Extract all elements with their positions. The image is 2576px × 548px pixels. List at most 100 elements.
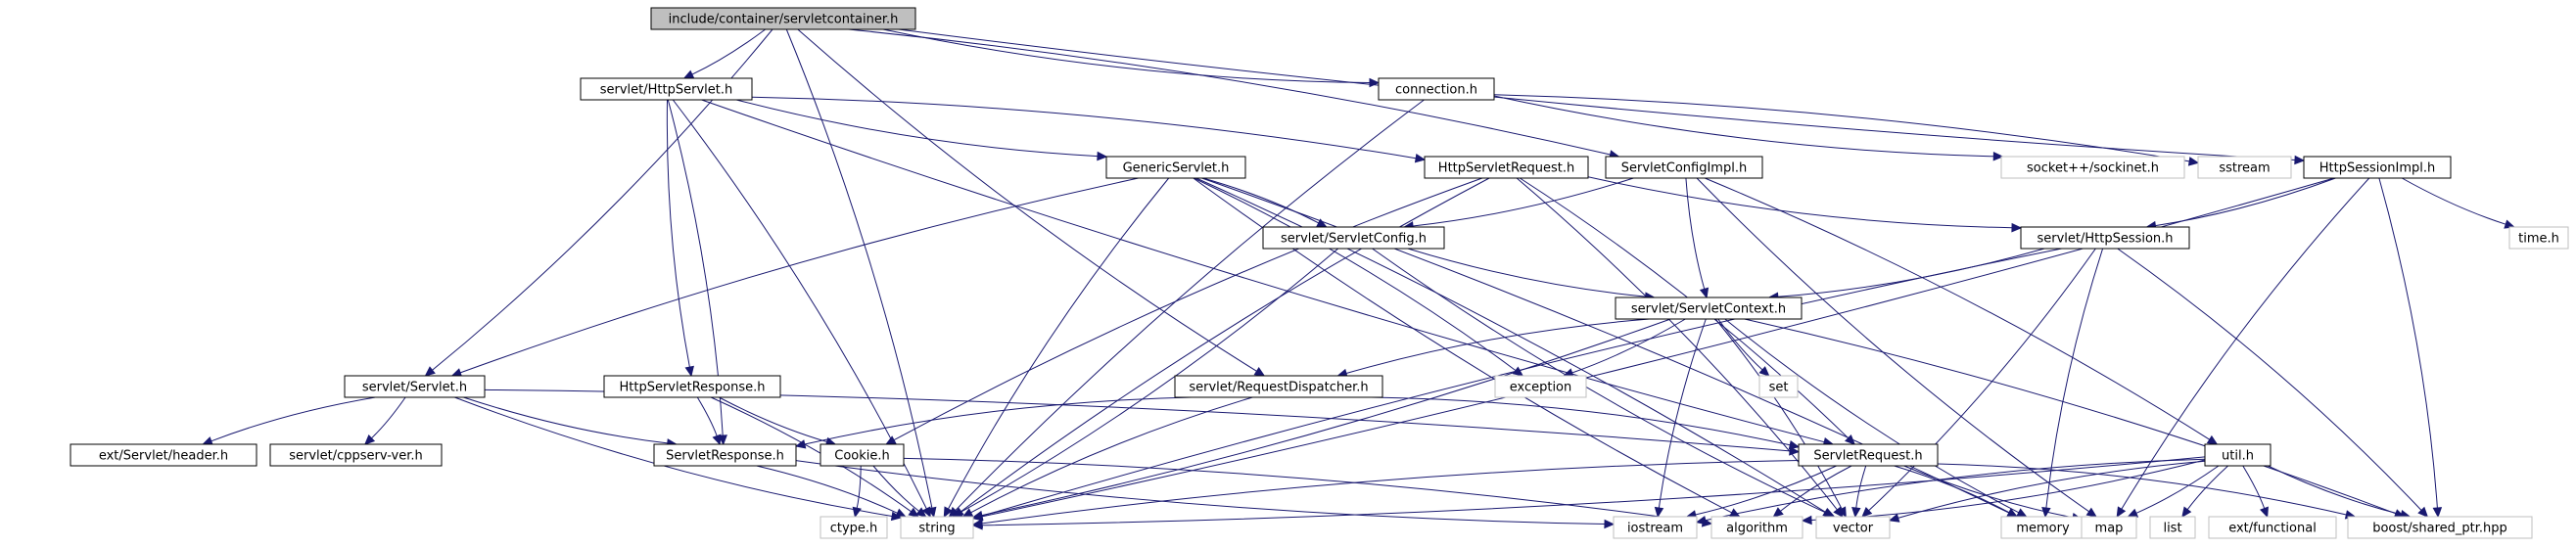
arrowhead-requestdispatcher-to-servletrequest [1788, 440, 1801, 450]
node-label-iostream: iostream [1627, 522, 1683, 536]
node-label-servletrequest: ServletRequest.h [1813, 449, 1922, 464]
edge-httpsessionimpl-to-boostshared [2378, 177, 2438, 509]
edge-cookie-to-string [872, 465, 919, 512]
edge-servletrequest-to-algorithm [1780, 465, 1852, 512]
node-httpservlet[interactable]: servlet/HttpServlet.h [580, 77, 753, 101]
arrowhead-httpsession-to-boostshared [2417, 506, 2429, 518]
node-label-servlet: servlet/Servlet.h [362, 381, 467, 395]
node-cppservver[interactable]: servlet/cppserv-ver.h [269, 443, 443, 467]
node-servletresponse[interactable]: ServletResponse.h [653, 443, 797, 467]
node-box-servletresponse [653, 443, 797, 467]
arrowhead-servletrequest-to-vector [1851, 507, 1861, 519]
node-label-cppservver: servlet/cppserv-ver.h [289, 449, 423, 464]
arrowhead-root-to-httpsessionimpl [2294, 155, 2306, 165]
node-servletrequest[interactable]: ServletRequest.h [1798, 443, 1939, 467]
edge-httpsession-to-vector [1868, 248, 2096, 512]
node-memory: memory [2000, 516, 2085, 539]
arrowhead-httpservletrequest-to-httpsession [2011, 222, 2023, 233]
node-box-set [1758, 375, 1799, 398]
arrowhead-requestdispatcher-to-servletresponse [794, 439, 807, 449]
node-label-cookie: Cookie.h [834, 449, 890, 464]
dependency-edges [202, 28, 2515, 530]
edge-httpservletrequest-to-string [960, 177, 1490, 513]
arrowhead-servlet-to-extheader [202, 436, 213, 446]
node-box-httpservlet [580, 77, 753, 101]
node-label-requestdispatcher: servlet/RequestDispatcher.h [1189, 381, 1368, 395]
edge-servletconfigimpl-to-map [1696, 177, 2089, 513]
node-label-root: include/container/servletcontainer.h [669, 13, 899, 27]
arrowhead-httpservletrequest-to-servletrequest [1844, 434, 1856, 445]
node-ctype: ctype.h [820, 516, 888, 539]
node-string: string [900, 516, 974, 539]
node-label-httpservletresponse: HttpServletResponse.h [619, 381, 765, 395]
edge-util-to-boostshared [2267, 465, 2402, 516]
header-nodes: include/container/servletcontainer.h serv… [70, 7, 2569, 539]
edge-httpservletresponse-to-servletresponse [696, 396, 718, 436]
node-servletconfigimpl[interactable]: ServletConfigImpl.h [1605, 156, 1763, 179]
edge-httpservlet-to-httpservletresponse [666, 99, 690, 368]
node-extheader[interactable]: ext/Servlet/header.h [70, 443, 258, 467]
arrowhead-root-to-requestdispatcher [1253, 366, 1266, 377]
arrowhead-cookie-to-string [915, 507, 927, 518]
node-root[interactable]: include/container/servletcontainer.h [650, 7, 916, 30]
node-label-algorithm: algorithm [1726, 522, 1788, 536]
node-box-extheader [70, 443, 258, 467]
node-box-cppservver [269, 443, 443, 467]
node-box-extfunctional [2208, 516, 2337, 539]
edge-httpservlet-to-httpservletrequest [751, 96, 1417, 160]
edge-requestdispatcher-to-servletresponse [804, 396, 1193, 445]
node-httpsession[interactable]: servlet/HttpSession.h [2020, 226, 2190, 250]
arrowhead-httpservletrequest-to-cookie [885, 435, 897, 445]
edge-servletrequest-to-iostream [1695, 465, 1837, 516]
arrowhead-httpservlet-to-httpservletresponse [684, 365, 694, 378]
node-box-sstream [2197, 156, 2292, 179]
edge-servletconfig-to-vector [1372, 248, 1827, 514]
node-servlet[interactable]: servlet/Servlet.h [344, 375, 486, 398]
node-label-httpservlet: servlet/HttpServlet.h [600, 83, 732, 98]
node-box-sockinet [2000, 156, 2185, 179]
edge-servlet-to-string [454, 396, 893, 517]
edge-cookie-to-algorithm [903, 457, 1704, 524]
arrowhead-httpservletresponse-to-servletresponse [712, 434, 722, 446]
node-box-connection [1378, 77, 1495, 101]
node-httpservletresponse[interactable]: HttpServletResponse.h [603, 375, 781, 398]
edge-servletrequest-to-vector [1855, 465, 1867, 509]
node-servletconfig[interactable]: servlet/ServletConfig.h [1262, 226, 1445, 250]
node-box-cookie [820, 443, 905, 467]
node-box-servletrequest [1798, 443, 1939, 467]
node-util[interactable]: util.h [2204, 443, 2272, 467]
edge-httpservletrequest-to-httpsession [1587, 176, 2013, 229]
arrowhead-servletcontext-to-memory [2016, 508, 2028, 518]
edge-httpsession-to-boostshared [2117, 248, 2422, 511]
node-httpsessionimpl[interactable]: HttpSessionImpl.h [2303, 156, 2452, 179]
edge-connection-to-sstream [1493, 94, 2190, 162]
node-requestdispatcher[interactable]: servlet/RequestDispatcher.h [1174, 375, 1383, 398]
node-set: set [1758, 375, 1799, 398]
node-label-map: map [2095, 522, 2124, 536]
edge-servletresponse-to-iostream [795, 460, 1606, 525]
node-label-genericservlet: GenericServlet.h [1123, 161, 1230, 176]
arrowhead-servletcontext-to-string [971, 510, 984, 521]
edge-util-to-iostream [1705, 458, 2206, 522]
edge-root-to-string [785, 28, 933, 509]
node-box-string [900, 516, 974, 539]
node-label-boostshared: boost/shared_ptr.hpp [2372, 522, 2507, 536]
node-cookie[interactable]: Cookie.h [820, 443, 905, 467]
arrowhead-util-to-extfunctional [2260, 506, 2269, 519]
edge-httpsessionimpl-to-httpsession [2155, 177, 2336, 227]
edge-servletcontext-to-memory [1724, 318, 2020, 514]
node-genericservlet[interactable]: GenericServlet.h [1105, 156, 1246, 179]
edge-servletrequest-to-boostshared [1937, 463, 2347, 516]
node-httpservletrequest[interactable]: HttpServletRequest.h [1424, 156, 1589, 179]
node-label-httpservletrequest: HttpServletRequest.h [1438, 161, 1574, 176]
node-label-extfunctional: ext/functional [2228, 522, 2317, 536]
node-connection[interactable]: connection.h [1378, 77, 1495, 101]
edge-genericservlet-to-string [948, 177, 1170, 510]
node-servletcontext[interactable]: servlet/ServletContext.h [1615, 297, 1803, 320]
node-sstream: sstream [2197, 156, 2292, 179]
node-box-httpsession [2020, 226, 2190, 250]
edge-root-to-servletconfigimpl [848, 28, 1611, 156]
node-label-servletconfig: servlet/ServletConfig.h [1281, 232, 1427, 247]
node-sockinet: socket++/sockinet.h [2000, 156, 2185, 179]
edge-httpsession-to-servletcontext [1777, 248, 2045, 297]
